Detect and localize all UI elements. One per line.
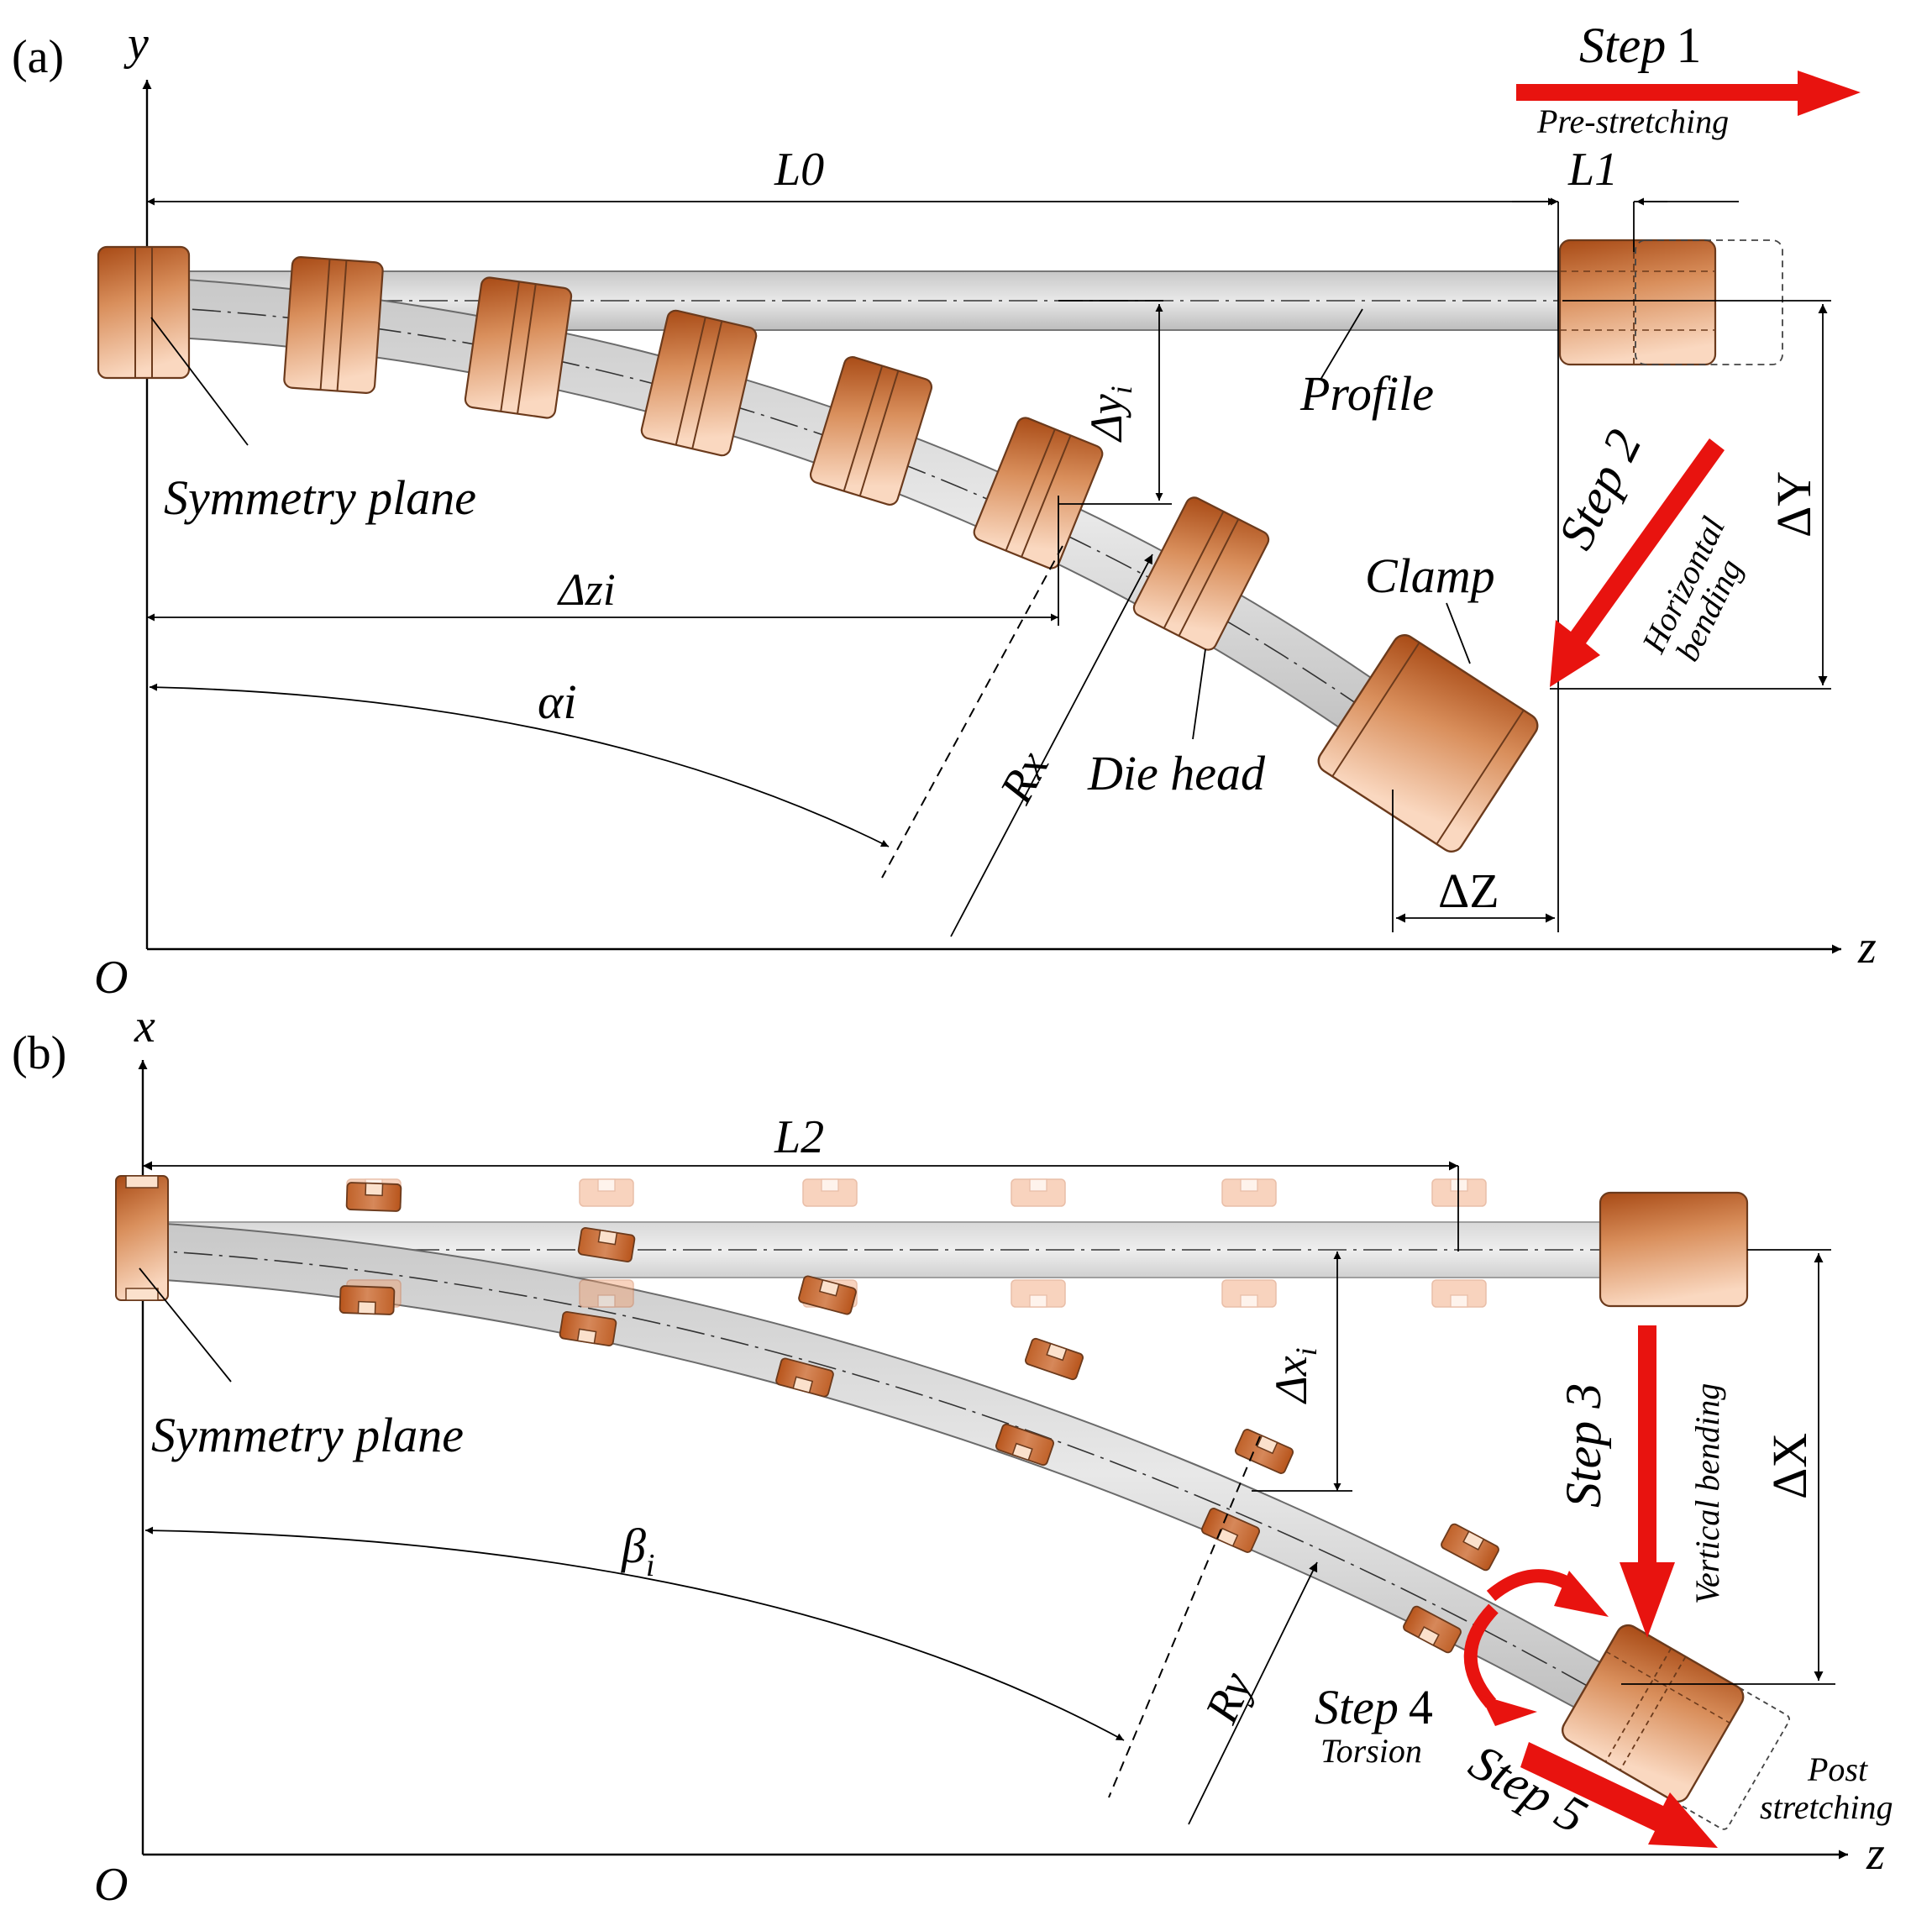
label-symmetry-plane-b: Symmetry plane (151, 1408, 464, 1462)
label-symmetry-plane-a: Symmetry plane (164, 470, 476, 525)
z-axis-label-a: z (1857, 921, 1877, 973)
dim-delta-Z: ΔZ (1438, 863, 1499, 918)
x-axis-label: x (134, 1000, 155, 1052)
post-stretching-1: Post (1807, 1750, 1868, 1788)
angle-beta-i: βi (621, 1519, 654, 1583)
y-axis-label: y (123, 18, 149, 70)
panel-b-label: (b) (12, 1027, 66, 1079)
dim-L1: L1 (1567, 144, 1618, 196)
label-clamp: Clamp (1365, 548, 1495, 603)
label-die-head: Die head (1087, 746, 1266, 800)
step3-arrow (1620, 1325, 1675, 1638)
dim-delta-z-i: Δzi (557, 564, 616, 615)
dim-L0: L0 (774, 144, 824, 196)
post-stretching-2: stretching (1760, 1788, 1893, 1826)
step2-label: Step 2 (1547, 421, 1651, 557)
origin-label-b: O (94, 1859, 128, 1910)
z-axis-label-b: z (1866, 1828, 1885, 1880)
radius-Ry: Ry (1195, 1665, 1263, 1731)
step1-arrow (1516, 71, 1861, 116)
clamp-initial (1558, 239, 1783, 366)
dim-L2: L2 (774, 1111, 824, 1163)
step4-torsion-arrows (1463, 1569, 1609, 1726)
clamp-bent-b (1561, 1624, 1790, 1830)
dim-delta-Y: ΔY (1767, 471, 1821, 538)
panel-b: (b) x z O (12, 1000, 1893, 1910)
dim-delta-y-i: Δyi (1081, 386, 1138, 443)
step3-label: Step 3 (1556, 1383, 1611, 1508)
step2-arrow (1550, 438, 1725, 687)
die-symmetry-b (115, 1175, 169, 1301)
step5-arrow (1520, 1742, 1718, 1848)
dim-delta-x-i: Δxi (1266, 1347, 1323, 1404)
radius-Rx: Rx (990, 743, 1059, 812)
step4-caption: Torsion (1320, 1732, 1422, 1770)
step1-caption: Pre-stretching (1536, 102, 1729, 140)
clamp-bent (1317, 634, 1539, 853)
panel-a: (a) y z O (12, 18, 1877, 1004)
panel-a-label: (a) (12, 31, 64, 83)
angle-alpha-i: αi (538, 674, 577, 729)
step3-caption: Vertical bending (1688, 1383, 1726, 1604)
dim-delta-X: ΔX (1762, 1433, 1817, 1499)
origin-label-a: O (94, 952, 128, 1004)
label-profile: Profile (1299, 366, 1434, 421)
clamp-initial-b (1599, 1191, 1749, 1308)
